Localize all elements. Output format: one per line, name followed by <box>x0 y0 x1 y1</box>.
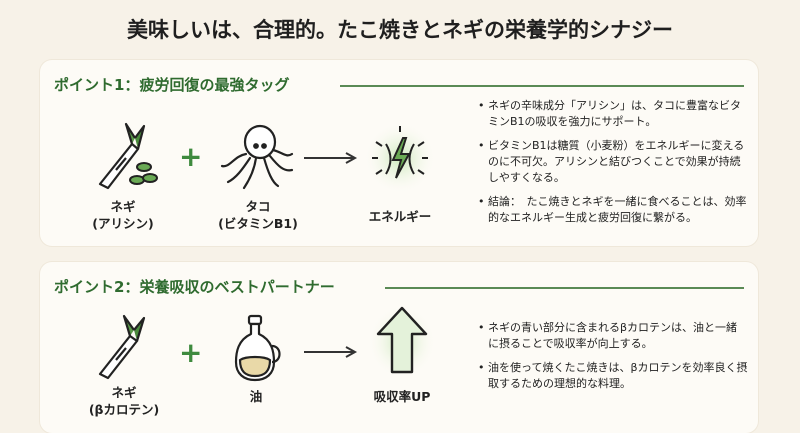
up-arrow-icon <box>366 302 438 384</box>
right-arrow-icon <box>302 150 358 169</box>
point1-divider <box>340 85 744 87</box>
energy-bolt-icon <box>362 120 438 200</box>
right-arrow-icon <box>302 344 358 363</box>
point2-divider <box>385 287 744 289</box>
point1-note: ネギの辛味成分「アリシン」は、タコに豊富なビタミンB1の吸収を強力にサポート。 <box>478 98 748 130</box>
point2-result: 吸収率UP <box>373 389 431 404</box>
point1-item1-caption: ネギ (アリシン) <box>78 198 168 232</box>
oil-bottle-icon <box>228 314 284 386</box>
octopus-icon <box>216 120 296 196</box>
point2-item1-name: ネギ <box>111 385 137 400</box>
point1-notes: ネギの辛味成分「アリシン」は、タコに豊富なビタミンB1の吸収を強力にサポート。 … <box>478 98 748 234</box>
point1-card: ポイント1：疲労回復の最強タッグ ネギ (アリシン) + <box>40 60 758 246</box>
point2-item2-name: 油 <box>249 389 263 404</box>
point2-note: 油を使って焼くたこ焼きは、βカロテンを効率良く摂取するための理想的な料理。 <box>478 360 748 392</box>
page-title: 美味しいは、合理的。たこ焼きとネギの栄養学的シナジー <box>127 17 673 42</box>
point1-item1-nutrient: (アリシン) <box>92 216 154 231</box>
point2-notes: ネギの青い部分に含まれるβカロテンは、油と一緒に摂ることで吸収率が向上する。 油… <box>478 320 748 400</box>
point1-item2-caption: タコ (ビタミンB1) <box>208 198 308 232</box>
point2-card: ポイント2：栄養吸収のベストパートナー ネギ (βカロテン) + <box>40 262 758 433</box>
point1-item1-name: ネギ <box>110 199 136 214</box>
point1-item2-nutrient: (ビタミンB1) <box>218 216 298 231</box>
leek-icon <box>94 314 158 384</box>
point1-result: エネルギー <box>368 209 432 224</box>
point1-note: ビタミンB1は糖質（小麦粉）をエネルギーに変えるのに不可欠。アリシンと結びつくこ… <box>478 138 748 186</box>
point1-note: 結論： たこ焼きとネギを一緒に食べることは、効率的なエネルギー生成と疲労回復に繋… <box>478 194 748 226</box>
leek-icon <box>92 122 162 196</box>
point2-item1-nutrient: (βカロテン) <box>88 402 160 417</box>
point1-heading: ポイント1：疲労回復の最強タッグ <box>54 76 290 94</box>
point1-item2-name: タコ <box>245 199 271 214</box>
plus-sign: + <box>179 140 203 173</box>
point2-item2-caption: 油 <box>216 388 296 405</box>
point2-item1-caption: ネギ (βカロテン) <box>78 384 170 418</box>
point2-heading: ポイント2：栄養吸収のベストパートナー <box>54 278 335 296</box>
plus-sign: + <box>179 336 203 369</box>
point2-note: ネギの青い部分に含まれるβカロテンは、油と一緒に摂ることで吸収率が向上する。 <box>478 320 748 352</box>
